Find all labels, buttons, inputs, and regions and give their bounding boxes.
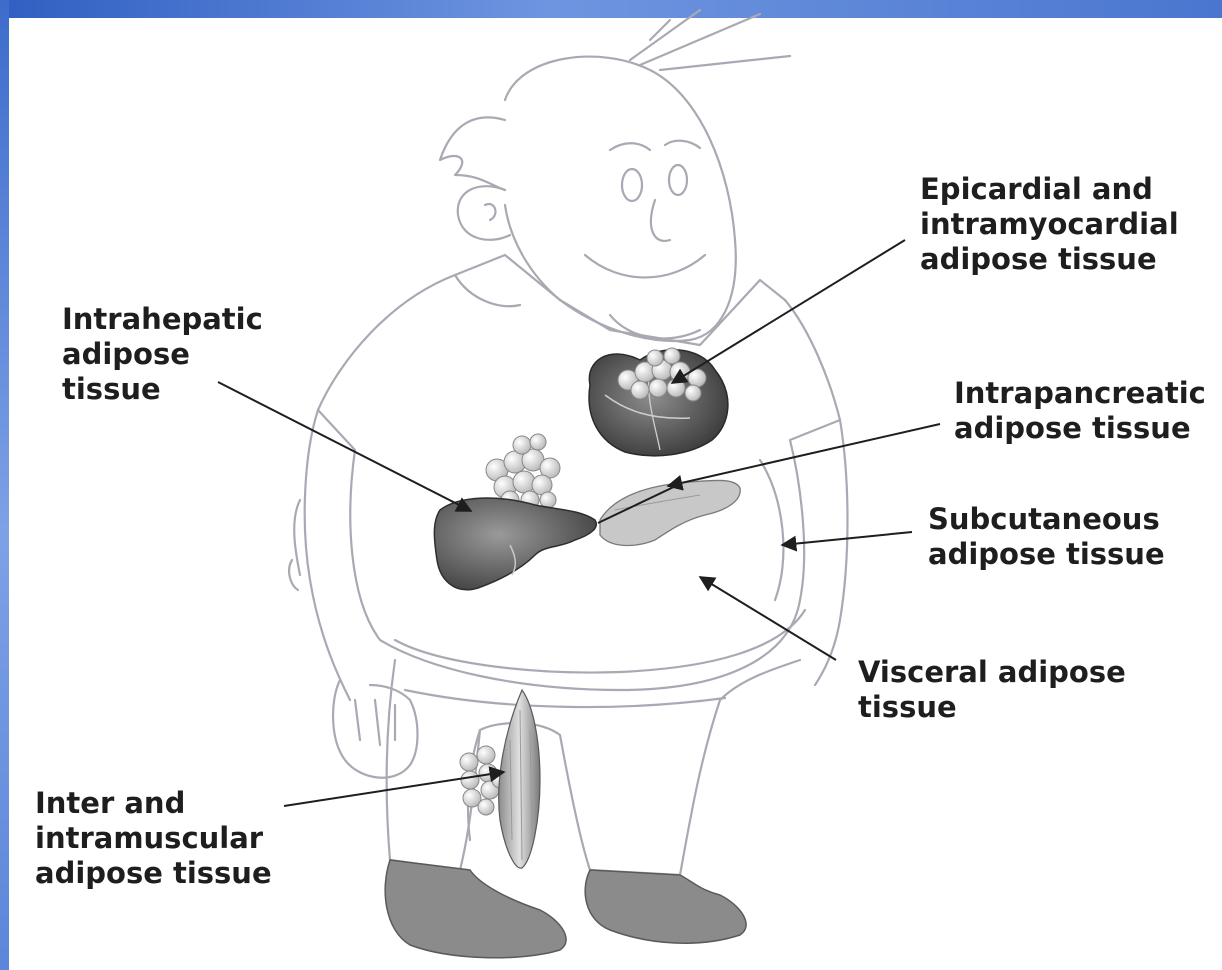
label-line: adipose: [62, 337, 263, 372]
arrow-epicardial: [672, 240, 905, 383]
head-outline: [505, 57, 736, 341]
label-line: Visceral adipose: [858, 655, 1126, 690]
label-intrapancreatic: Intrapancreatic adipose tissue: [954, 376, 1206, 446]
label-epicardial: Epicardial and intramyocardial adipose t…: [920, 172, 1179, 277]
label-line: Subcutaneous: [928, 502, 1165, 537]
label-line: tissue: [858, 690, 1126, 725]
hair-strand: [630, 10, 700, 60]
arrow-visceral: [700, 577, 836, 660]
label-line: Intrapancreatic: [954, 376, 1206, 411]
label-line: intramyocardial: [920, 207, 1179, 242]
left-hand: [333, 680, 417, 778]
mouth: [585, 255, 705, 278]
label-line: adipose tissue: [928, 537, 1165, 572]
eye-right: [669, 165, 687, 195]
label-subcutaneous: Subcutaneous adipose tissue: [928, 502, 1165, 572]
shoe-right: [585, 870, 746, 943]
label-line: adipose tissue: [35, 856, 272, 891]
label-line: adipose tissue: [920, 242, 1179, 277]
label-line: adipose tissue: [954, 411, 1206, 446]
label-visceral: Visceral adipose tissue: [858, 655, 1126, 725]
ear: [458, 186, 510, 240]
shoe-left: [385, 860, 566, 958]
label-intrahepatic: Intrahepatic adipose tissue: [62, 302, 263, 407]
liver-organ: [434, 434, 596, 590]
hair-strand: [650, 20, 670, 40]
hair-strand: [660, 56, 790, 70]
label-line: tissue: [62, 372, 263, 407]
belly-outline: [395, 610, 805, 673]
label-line: Inter and: [35, 786, 272, 821]
heart-organ: [589, 348, 728, 456]
label-line: Intrahepatic: [62, 302, 263, 337]
thigh-muscle-organ: [460, 690, 540, 868]
label-intermuscular: Inter and intramuscular adipose tissue: [35, 786, 272, 891]
eye-left: [622, 169, 642, 201]
label-line: Epicardial and: [920, 172, 1179, 207]
shirt-outline: [318, 275, 840, 690]
label-line: intramuscular: [35, 821, 272, 856]
pants-outline: [387, 660, 800, 875]
shoes: [385, 860, 746, 958]
